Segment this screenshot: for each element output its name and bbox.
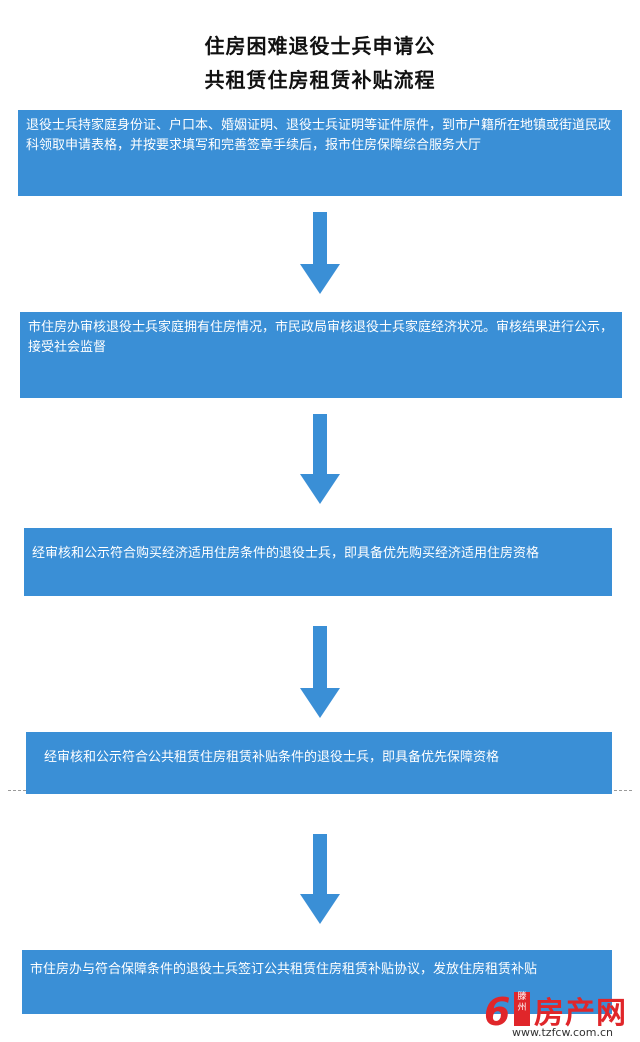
step-2-text: 市住房办审核退役士兵家庭拥有住房情况，市民政局审核退役士兵家庭经济状况。审核结果… xyxy=(28,320,614,355)
step-4-box: 经审核和公示符合公共租赁住房租赁补贴条件的退役士兵，即具备优先保障资格 xyxy=(26,732,612,794)
arrow-down-icon xyxy=(300,626,340,718)
logo-url: www.tzfcw.com.cn xyxy=(512,1026,613,1039)
logo-brand: 房产网 xyxy=(534,996,627,1031)
logo-badge: 滕州 xyxy=(514,992,530,1026)
step-1-text: 退役士兵持家庭身份证、户口本、婚姻证明、退役士兵证明等证件原件，到市户籍所在地镇… xyxy=(26,118,612,153)
arrow-down-icon xyxy=(300,414,340,504)
diagram-title-line-2: 共租赁住房租赁补贴流程 xyxy=(204,68,436,92)
watermark-logo: 6 滕州 房产网 www.tzfcw.com.cn xyxy=(480,986,640,1042)
step-1-box: 退役士兵持家庭身份证、户口本、婚姻证明、退役士兵证明等证件原件，到市户籍所在地镇… xyxy=(18,110,622,196)
arrow-down-icon xyxy=(300,212,340,294)
step-5-box: 市住房办与符合保障条件的退役士兵签订公共租赁住房租赁补贴协议，发放住房租赁补贴 xyxy=(22,950,612,1014)
arrow-down-icon xyxy=(300,834,340,924)
step-4-text: 经审核和公示符合公共租赁住房租赁补贴条件的退役士兵，即具备优先保障资格 xyxy=(44,750,500,765)
logo-swoosh-icon: 6 xyxy=(484,990,511,1034)
step-3-text: 经审核和公示符合购买经济适用住房条件的退役士兵，即具备优先购买经济适用住房资格 xyxy=(32,546,540,561)
diagram-title-line-1: 住房困难退役士兵申请公 xyxy=(204,34,436,58)
step-5-text: 市住房办与符合保障条件的退役士兵签订公共租赁住房租赁补贴协议，发放住房租赁补贴 xyxy=(30,962,538,977)
step-3-box: 经审核和公示符合购买经济适用住房条件的退役士兵，即具备优先购买经济适用住房资格 xyxy=(24,528,612,596)
step-2-box: 市住房办审核退役士兵家庭拥有住房情况，市民政局审核退役士兵家庭经济状况。审核结果… xyxy=(20,312,622,398)
